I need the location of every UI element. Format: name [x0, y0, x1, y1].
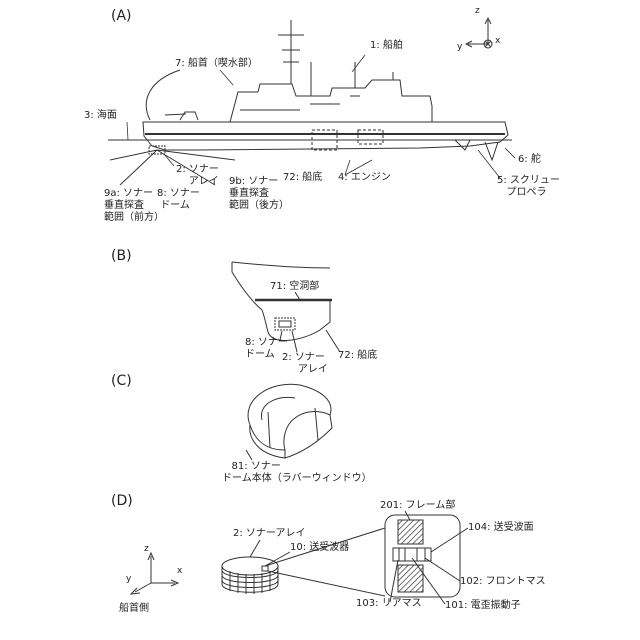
- panel-a-label: (A): [111, 8, 132, 24]
- label-bow: 7: 船首（喫水部）: [175, 58, 258, 70]
- label-sea-surface: 3: 海面: [84, 110, 117, 122]
- panel-c-label: (C): [111, 373, 132, 389]
- panel-a-axis-triad: [466, 18, 492, 48]
- label-engine: 4: エンジン: [338, 172, 391, 184]
- label-ship: 1: 船舶: [370, 40, 403, 52]
- ship-hull: [143, 122, 508, 150]
- label-dome-body: 81: ソナードーム本体（ラバーウィンドウ）: [222, 461, 372, 485]
- bow-gun: [180, 112, 198, 120]
- label-front-mass: 102: フロントマス: [460, 576, 546, 588]
- axis-z-a: z: [475, 6, 480, 16]
- label-rear-mass: 103: リアマス: [356, 598, 422, 610]
- label-rudder: 6: 舵: [518, 154, 541, 166]
- panel-c-dome-body: [246, 384, 332, 460]
- label-frame: 201: フレーム部: [380, 500, 455, 512]
- label-sonar-array-a: 2: ソナー アレイ: [176, 164, 219, 188]
- frame-top: [398, 520, 423, 544]
- panel-d-label: (D): [111, 493, 133, 509]
- engine-box-2: [358, 130, 383, 144]
- superstructure: [230, 80, 432, 122]
- frame-bottom: [398, 565, 423, 592]
- label-propeller: 5: スクリュー プロペラ: [497, 175, 560, 199]
- rudder: [485, 142, 498, 160]
- label-sonar-array-d: 2: ソナーアレイ: [233, 528, 306, 540]
- sonar-dome-b: [275, 318, 295, 330]
- panel-d-sonar-array: [131, 511, 468, 604]
- label-hull-bottom-b: 72: 船底: [338, 350, 377, 362]
- propeller: [455, 140, 470, 150]
- label-bow-side: 船首側: [119, 603, 149, 615]
- axis-z-d: z: [144, 544, 149, 554]
- panel-b-label: (B): [111, 248, 132, 264]
- panel-a-leaders: [127, 55, 515, 178]
- panel-a-ship-drawing: [108, 20, 512, 185]
- label-hull-bottom-a: 72: 船底: [283, 172, 322, 184]
- label-range-rear: 9b: ソナー垂直探査範囲（後方）: [229, 176, 289, 212]
- axis-y-a: y: [457, 42, 462, 52]
- label-sonar-array-b: 2: ソナー アレイ: [282, 352, 328, 376]
- axis-x-a: x: [495, 36, 500, 46]
- axis-y-d: y: [126, 574, 131, 584]
- label-piezo: 101: 電歪振動子: [445, 600, 521, 612]
- label-transducer: 10: 送受波器: [290, 542, 349, 554]
- label-cavity: 71: 空洞部: [270, 281, 319, 293]
- label-range-front: 9a: ソナー垂直探査範囲（前方）: [104, 188, 164, 224]
- label-tx-face: 104: 送受波面: [468, 522, 534, 534]
- axis-x-d: x: [177, 566, 182, 576]
